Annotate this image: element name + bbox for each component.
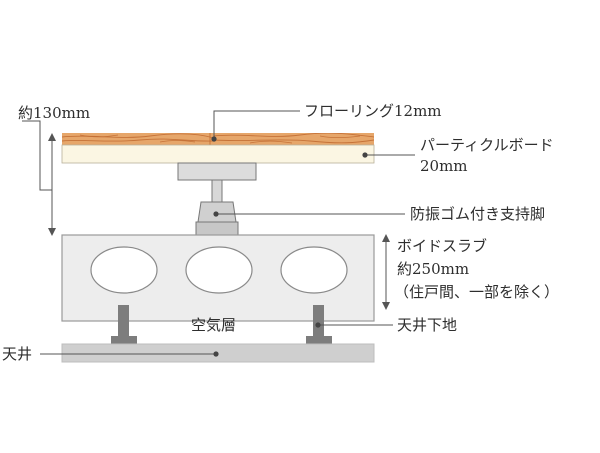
hanger-foot-left bbox=[111, 336, 137, 344]
total-height-dimension bbox=[22, 120, 56, 236]
particle-board-layer bbox=[61, 144, 375, 164]
wood-grain-stroke bbox=[62, 138, 215, 142]
flooring-layer bbox=[62, 133, 374, 145]
leader-lines bbox=[40, 110, 415, 355]
total-height-label: 約130mm bbox=[18, 104, 91, 122]
wood-grain-stroke bbox=[249, 140, 293, 144]
wood-grain-stroke bbox=[319, 135, 361, 138]
particle-board-thickness-label: 20mm bbox=[420, 157, 468, 175]
leader-dots bbox=[211, 136, 368, 357]
particle-board-label: パーティクルボード bbox=[420, 136, 554, 154]
flooring-board bbox=[62, 133, 374, 145]
ceiling-label: 天井 bbox=[2, 345, 33, 363]
slab-void-2 bbox=[185, 246, 253, 294]
flooring-leader bbox=[213, 110, 300, 139]
support-base bbox=[195, 221, 239, 236]
wood-grain-pattern bbox=[62, 133, 374, 145]
slab-void-3 bbox=[280, 246, 348, 294]
ceiling-hangers bbox=[111, 305, 332, 344]
wood-grain-stroke bbox=[79, 134, 119, 138]
ceiling-base-label: 天井下地 bbox=[397, 316, 458, 334]
rubber-support-leg bbox=[177, 162, 257, 236]
void-slab-label: ボイドスラブ bbox=[397, 237, 488, 255]
void-slab bbox=[61, 234, 375, 322]
hanger-foot-right bbox=[306, 336, 332, 344]
wood-grain-stroke bbox=[213, 133, 374, 138]
wood-grain-stroke bbox=[213, 139, 374, 144]
hanger-rod-left bbox=[118, 305, 129, 336]
hanger-rod-right bbox=[313, 305, 324, 336]
support-top-plate bbox=[177, 162, 257, 181]
void-slab-thickness-label: 約250mm bbox=[397, 260, 470, 278]
rubber-support-label: 防振ゴム付き支持脚 bbox=[410, 205, 546, 223]
wood-grain-stroke bbox=[159, 140, 196, 143]
support-bolt bbox=[211, 179, 223, 203]
air-layer-label: 空気層 bbox=[191, 316, 237, 334]
slab-void-1 bbox=[90, 246, 158, 294]
void-slab-note-label: （住戸間、一部を除く） bbox=[394, 283, 560, 301]
flooring-label: フローリング12mm bbox=[304, 102, 442, 120]
